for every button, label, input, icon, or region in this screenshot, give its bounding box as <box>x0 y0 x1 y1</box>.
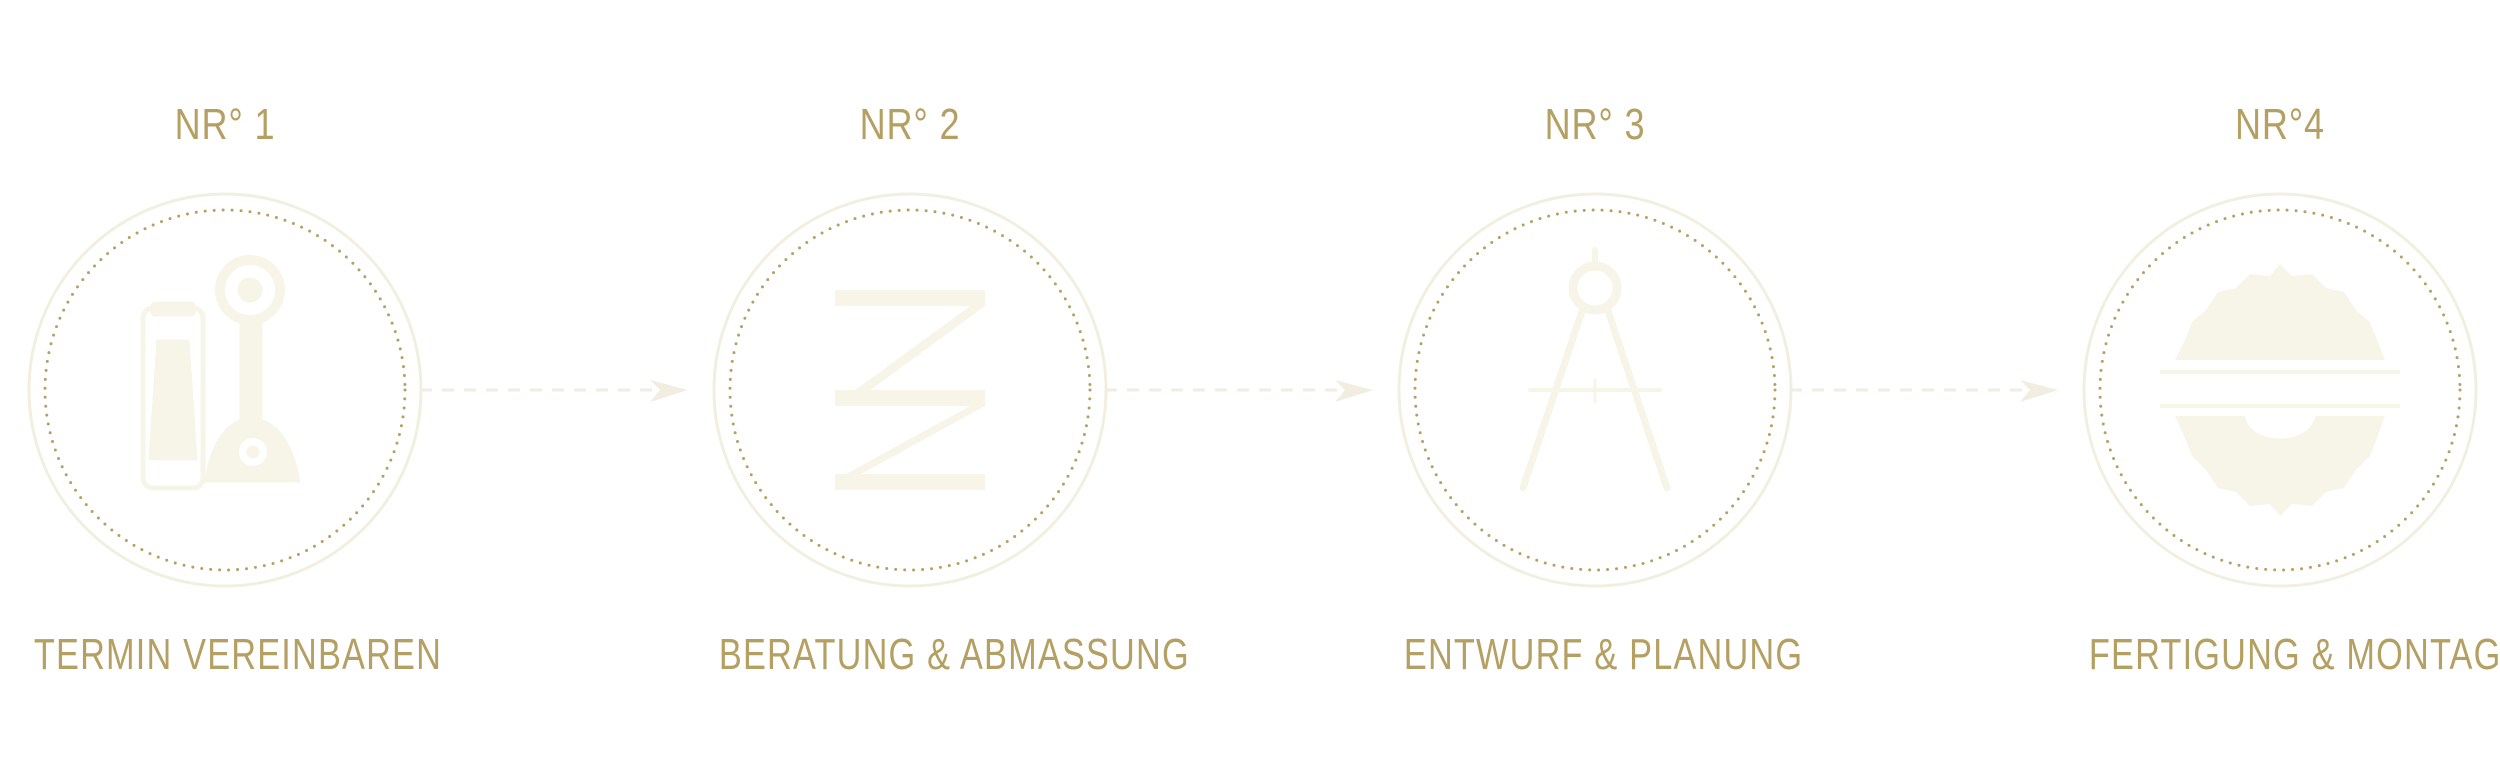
step-badge <box>2082 192 2478 588</box>
step-badge <box>1397 192 1793 588</box>
step-1: NR° 1 TERMIN VEREINBAREN <box>10 0 443 769</box>
step-3: NR° 3 ENTWURF & PLANUNG <box>1380 0 1810 769</box>
step-title: BERATUNG & ABMASSUNG <box>718 630 1190 679</box>
arrow-right-icon <box>1105 380 1373 402</box>
step-4: NR°4 FERTIGUNG & MONTAGE <box>2065 0 2500 769</box>
compass-icon <box>1519 247 1671 492</box>
arrow-right-icon <box>420 380 688 402</box>
folding-ruler-icon <box>835 290 985 490</box>
step-number: NR° 2 <box>859 100 961 149</box>
step-2: NR° 2 BERATUNG & ABMASSUNG <box>695 0 1190 769</box>
step-number: NR°4 <box>2235 100 2325 149</box>
step-badge <box>27 192 423 588</box>
step-number: NR° 1 <box>174 100 276 149</box>
step-title: FERTIGUNG & MONTAGE <box>2088 630 2500 679</box>
saw-blade-icon <box>2160 264 2400 516</box>
step-number: NR° 3 <box>1544 100 1646 149</box>
step-title: TERMIN VEREINBAREN <box>33 630 443 679</box>
step-badge <box>712 192 1108 588</box>
step-title: ENTWURF & PLANUNG <box>1403 630 1804 679</box>
arrow-right-icon <box>1790 380 2058 402</box>
telephone-icon <box>140 255 301 491</box>
